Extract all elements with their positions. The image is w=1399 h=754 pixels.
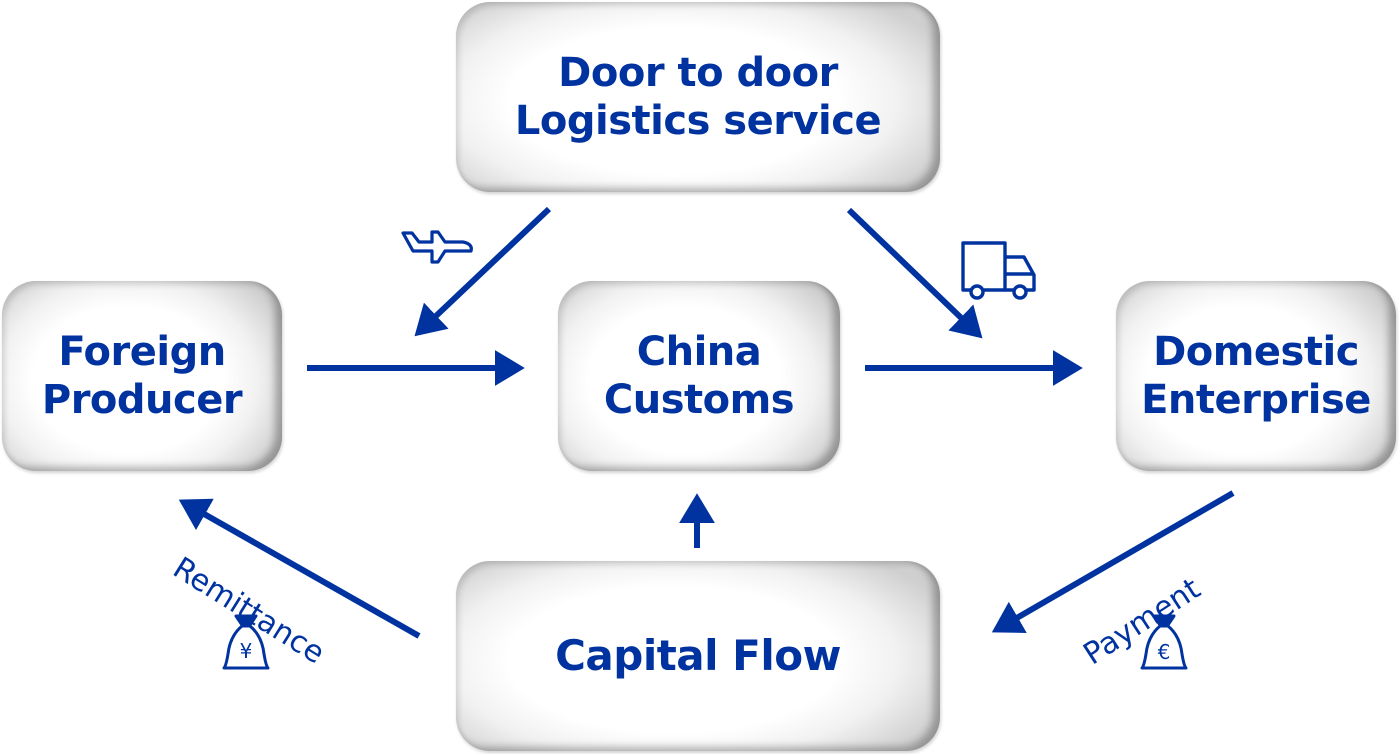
node-label: Domestic Enterprise bbox=[1141, 329, 1371, 423]
node-foreign-producer: Foreign Producer bbox=[2, 281, 282, 471]
node-label: Door to door Logistics service bbox=[514, 50, 882, 144]
money-bag-yen-icon: ¥ bbox=[222, 614, 270, 670]
arrow-capital-to-foreign bbox=[178, 498, 421, 639]
yen-symbol: ¥ bbox=[240, 639, 253, 663]
airplane-icon bbox=[401, 230, 473, 264]
euro-symbol: € bbox=[1158, 640, 1171, 664]
truck-icon bbox=[961, 241, 1036, 300]
money-bag-euro-icon: € bbox=[1140, 614, 1188, 670]
arrow-domestic-to-capital bbox=[991, 490, 1235, 633]
node-label: Capital Flow bbox=[555, 631, 841, 680]
node-logistics-service: Door to door Logistics service bbox=[456, 2, 940, 192]
node-domestic-enterprise: Domestic Enterprise bbox=[1116, 281, 1396, 471]
node-label: China Customs bbox=[603, 329, 795, 423]
node-china-customs: China Customs bbox=[558, 281, 840, 471]
arrow-logistics-to-import bbox=[414, 206, 552, 337]
node-capital-flow: Capital Flow bbox=[456, 561, 940, 751]
node-label: Foreign Producer bbox=[41, 329, 243, 423]
arrow-logistics-to-delivery bbox=[846, 207, 983, 339]
